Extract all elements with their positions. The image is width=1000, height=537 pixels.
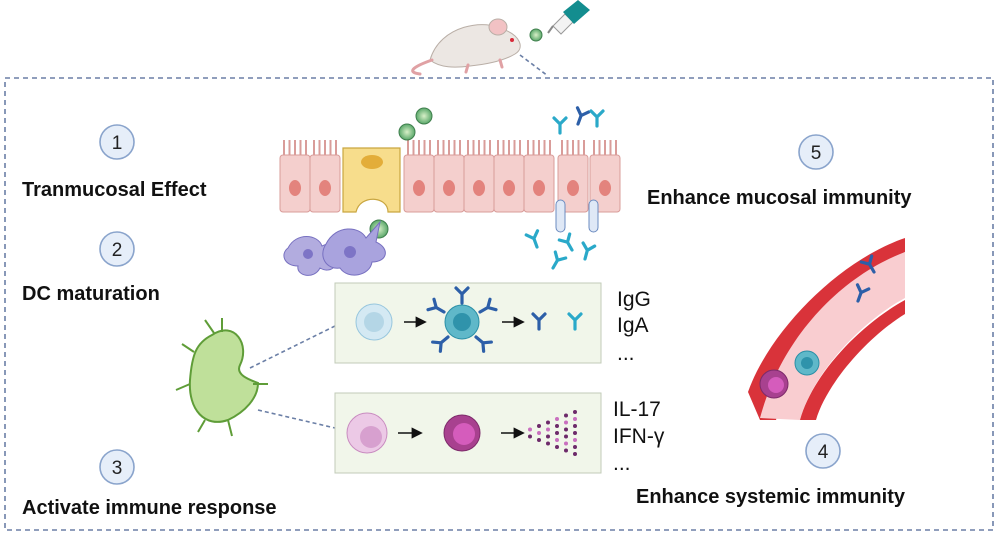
- step-1-badge: 1: [99, 124, 135, 160]
- step-3-number: 3: [112, 458, 123, 479]
- output-iga: IgA: [617, 314, 649, 337]
- epithelial-cell: [557, 140, 589, 213]
- nanoparticle-icon: [398, 123, 416, 141]
- step-2-label: DC maturation: [22, 283, 160, 305]
- cytokine-dot: [564, 441, 568, 446]
- cytokine-dot: [573, 410, 577, 414]
- cytokine-dot: [546, 427, 550, 432]
- dendritic-cell-icon: [322, 220, 386, 276]
- cytokine-dot: [546, 434, 550, 439]
- output-ifng: IFN-γ: [613, 425, 665, 448]
- epithelial-cell: [463, 140, 495, 213]
- cytokine-icon: [528, 410, 577, 456]
- activated-t-cell-icon: [443, 414, 481, 452]
- cytokine-dot: [537, 438, 541, 442]
- cytokine-dot: [546, 420, 550, 425]
- epithelial-cell: [309, 140, 341, 213]
- cytokine-dot: [573, 417, 577, 421]
- t-cell-outputs: IL-17 IFN-γ ...: [613, 398, 665, 475]
- cytokine-dot: [564, 434, 568, 439]
- nanoparticle-icon: [415, 107, 433, 125]
- output-il17: IL-17: [613, 398, 661, 421]
- antibody-group-bottom: [524, 229, 597, 273]
- epithelial-cell: [589, 140, 621, 213]
- cytokine-dot: [537, 431, 541, 435]
- mouse-connector: [519, 54, 549, 77]
- naive-b-cell-icon: [355, 303, 393, 341]
- cytokine-dot: [564, 413, 568, 418]
- lymph-connector-upper: [249, 325, 336, 369]
- cytokine-dot: [555, 438, 559, 442]
- b-cell-panel: [334, 282, 602, 364]
- epithelial-cell: [523, 140, 555, 213]
- epithelium-layer: [279, 140, 621, 233]
- cytokine-dot: [555, 417, 559, 421]
- antibody-group-top: [552, 106, 605, 135]
- output-ellipsis-1: ...: [617, 342, 635, 365]
- cytokine-dot: [555, 445, 559, 449]
- naive-t-cell-icon: [346, 412, 388, 454]
- vessel-t-cell-icon: [759, 369, 789, 399]
- step-3-badge: 3: [99, 449, 135, 485]
- step-4-badge: 4: [805, 433, 841, 469]
- step-5-label: Enhance mucosal immunity: [647, 187, 912, 209]
- epithelial-cell: [403, 140, 435, 213]
- dropper-icon: [547, 0, 590, 35]
- output-igg: IgG: [617, 288, 651, 311]
- cytokine-dot: [537, 424, 541, 428]
- cytokine-dot: [573, 452, 577, 456]
- lymph-node-icon: [175, 318, 268, 437]
- cytokine-dot: [564, 420, 568, 425]
- m-cell: [342, 147, 401, 213]
- step-1-label: Tranmucosal Effect: [22, 179, 207, 201]
- step-2-number: 2: [112, 240, 123, 261]
- mouse-icon: [411, 18, 521, 76]
- step-3-label: Activate immune response: [22, 497, 277, 519]
- b-cell-outputs: IgG IgA ...: [617, 288, 651, 365]
- lymph-connector-lower: [257, 409, 336, 429]
- step-1-number: 1: [112, 133, 123, 154]
- cytokine-dot: [528, 434, 532, 439]
- cytokine-dot: [573, 431, 577, 435]
- step-5-badge: 5: [798, 134, 834, 170]
- cytokine-dot: [573, 424, 577, 428]
- output-ellipsis-2: ...: [613, 452, 631, 475]
- step-2-badge: 2: [99, 231, 135, 267]
- t-cell-panel: [334, 392, 602, 474]
- activated-b-cell-icon: [426, 286, 498, 353]
- cytokine-dot: [564, 448, 568, 453]
- epithelial-cell: [279, 140, 311, 213]
- cytokine-dot: [564, 427, 568, 432]
- vessel-b-cell-icon: [794, 350, 820, 376]
- cytokine-dot: [555, 431, 559, 435]
- epithelial-cell: [433, 140, 465, 213]
- cytokine-dot: [555, 424, 559, 428]
- step-4-number: 4: [818, 442, 829, 463]
- blood-vessel-icon: [748, 238, 905, 420]
- cytokine-dot: [573, 438, 577, 442]
- nanoparticle-icon: [529, 28, 543, 42]
- step-5-number: 5: [811, 143, 822, 164]
- epithelial-cell: [493, 140, 525, 213]
- cytokine-dot: [546, 441, 550, 446]
- cytokine-dot: [573, 445, 577, 449]
- cytokine-dot: [528, 427, 532, 432]
- step-4-label: Enhance systemic immunity: [636, 486, 906, 508]
